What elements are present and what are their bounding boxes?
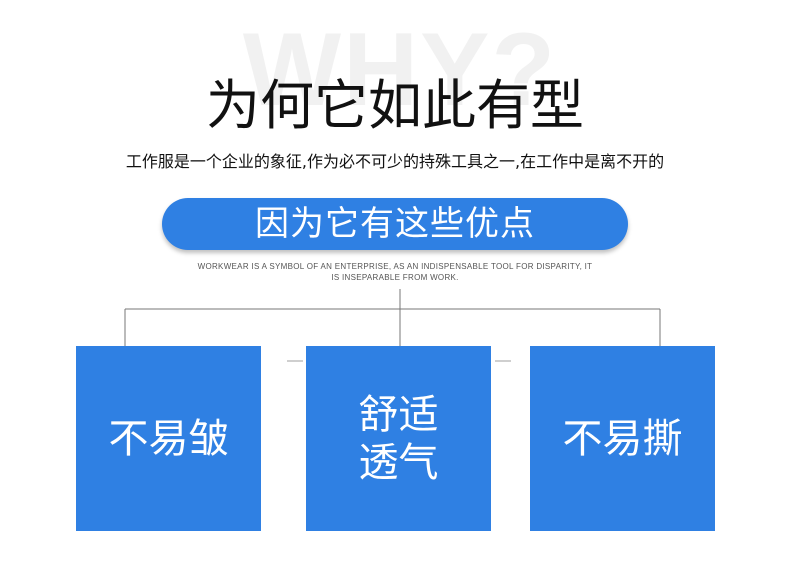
page-subline: 工作服是一个企业的象征,作为必不可少的持殊工具之一,在工作中是离不开的 (125, 152, 665, 171)
why-watermark: WHY? (242, 12, 558, 128)
english-caption-line-2: IS INSEPARABLE FROM WORK. (331, 273, 459, 282)
decor-tick-left (287, 360, 303, 362)
feature-card-label-line-1: 舒适 (358, 391, 439, 438)
feature-card-breathable: 舒适 透气 (306, 346, 491, 531)
feature-card-label: 不易撕 (562, 415, 683, 462)
english-caption-line-1: WORKWEAR IS A SYMBOL OF AN ENTERPRISE, A… (197, 262, 593, 271)
feature-card-label: 不易皱 (108, 415, 229, 462)
feature-card-wrinkle-free: 不易皱 (76, 346, 261, 531)
feature-card-tear-resistant: 不易撕 (530, 346, 715, 531)
advantages-banner-label: 因为它有这些优点 (255, 204, 535, 244)
advantages-banner: 因为它有这些优点 (162, 198, 628, 250)
decor-tick-right (495, 360, 511, 362)
feature-card-label-line-2: 透气 (358, 439, 439, 486)
page-headline: 为何它如此有型 (206, 74, 584, 137)
